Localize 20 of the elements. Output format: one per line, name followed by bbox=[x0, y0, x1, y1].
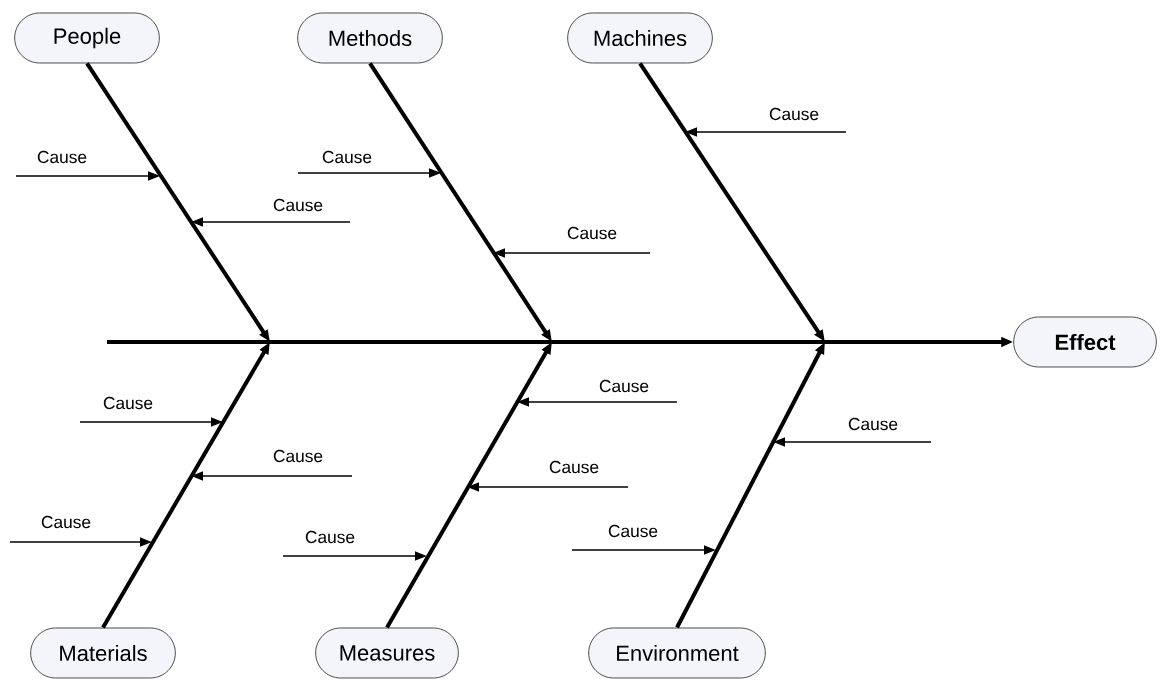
cause-label: Cause bbox=[41, 515, 91, 529]
category-box: Machines bbox=[567, 12, 713, 64]
cause-label: Cause bbox=[549, 460, 599, 474]
category-box: Methods bbox=[297, 12, 443, 64]
cause-label: Cause bbox=[848, 417, 898, 431]
cause-label: Cause bbox=[322, 150, 372, 164]
category-box: Effect bbox=[1013, 316, 1157, 368]
cause-label: Cause bbox=[273, 449, 323, 463]
category-box: Materials bbox=[30, 627, 176, 679]
category-box: Environment bbox=[588, 627, 766, 679]
cause-label: Cause bbox=[37, 150, 87, 164]
cause-label: Cause bbox=[273, 198, 323, 212]
cause-label: Cause bbox=[103, 396, 153, 410]
cause-label: Cause bbox=[567, 226, 617, 240]
category-box: Measures bbox=[315, 627, 459, 679]
category-box: People bbox=[14, 12, 160, 64]
cause-label: Cause bbox=[305, 530, 355, 544]
cause-label: Cause bbox=[608, 524, 658, 538]
cause-label: Cause bbox=[769, 107, 819, 121]
cause-label: Cause bbox=[599, 379, 649, 393]
